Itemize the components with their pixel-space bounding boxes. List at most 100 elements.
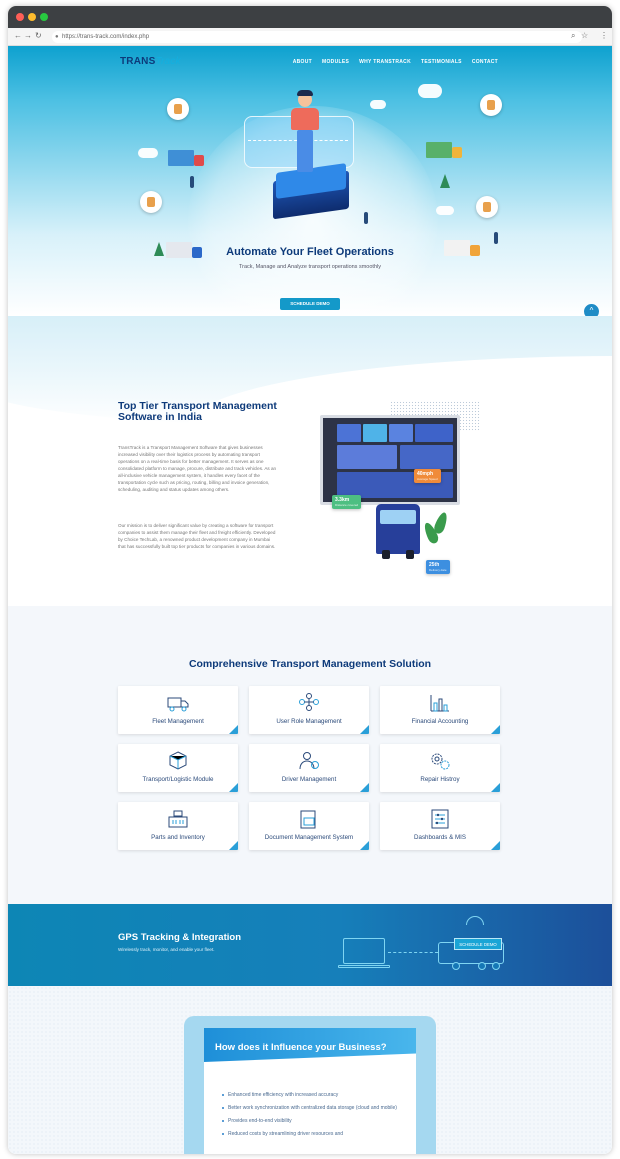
gps-section: GPS Tracking & Integration Wirelessly tr… xyxy=(8,904,612,986)
url-input[interactable]: ● https://trans-track.com/index.php xyxy=(52,31,582,43)
user-bubble-icon xyxy=(480,94,502,116)
feature-label: Driver Management xyxy=(281,776,337,783)
cloud-illustration xyxy=(138,148,158,158)
address-bar-row: ← → ↻ ● https://trans-track.com/index.ph… xyxy=(8,28,612,46)
menu-icon[interactable]: ⋮ xyxy=(600,31,608,40)
star-icon[interactable]: ☆ xyxy=(581,31,589,40)
truck-cargo xyxy=(168,150,194,166)
scroll-to-top-button[interactable]: ^ xyxy=(584,304,599,316)
feature-card-financial[interactable]: Financial Accounting xyxy=(380,686,500,734)
reload-icon[interactable]: ↻ xyxy=(35,31,42,40)
nav-modules[interactable]: MODULES xyxy=(322,59,350,65)
dashboard-tile xyxy=(415,424,453,442)
minimize-window-icon[interactable] xyxy=(28,13,36,21)
cloud-illustration xyxy=(436,206,454,215)
list-item: Better work synchronization with central… xyxy=(222,1105,412,1112)
feature-label: Transport/Logistic Module xyxy=(142,776,214,783)
operator-legs xyxy=(297,130,313,172)
logo-main-text: TRANS xyxy=(120,56,156,67)
gps-schedule-demo-button[interactable]: SCHEDULE DEMO xyxy=(454,938,502,950)
maximize-window-icon[interactable] xyxy=(40,13,48,21)
influence-section: How does it Influence your Business? Enh… xyxy=(8,986,612,1154)
browser-titlebar xyxy=(8,6,612,28)
dashboard-tile xyxy=(363,424,387,442)
distance-stat-value: 3.3km xyxy=(335,497,350,503)
feature-card-dashboards[interactable]: Dashboards & MIS xyxy=(380,802,500,850)
speed-stat-card: 40mph Average Speed xyxy=(414,469,441,483)
wifi-signal-icon xyxy=(466,916,484,925)
dashboard-illustration: 40mph Average Speed 3.3km Distance cover… xyxy=(320,401,480,531)
card-corner-accent xyxy=(491,725,500,734)
feature-card-repair[interactable]: Repair Histroy xyxy=(380,744,500,792)
influence-title: How does it Influence your Business? xyxy=(215,1042,387,1053)
card-corner-accent xyxy=(491,783,500,792)
monitor-illustration xyxy=(320,415,460,505)
operator-hair xyxy=(297,90,313,96)
card-corner-accent xyxy=(360,725,369,734)
driver-icon xyxy=(299,752,319,770)
truck-cab xyxy=(192,247,202,258)
card-corner-accent xyxy=(229,725,238,734)
card-corner-accent xyxy=(491,841,500,850)
feature-card-transport[interactable]: Transport/Logistic Module xyxy=(118,744,238,792)
site-logo[interactable]: TRANSTrack xyxy=(120,56,181,67)
nav-contact[interactable]: CONTACT xyxy=(471,59,498,65)
feature-card-user-role[interactable]: User Role Management xyxy=(249,686,369,734)
zoom-icon[interactable]: ⌕ xyxy=(571,31,576,40)
truck-cargo xyxy=(426,142,452,158)
card-corner-accent xyxy=(229,841,238,850)
truck-cargo xyxy=(444,240,470,256)
speed-stat-label: Average Speed xyxy=(417,477,438,481)
schedule-demo-button[interactable]: SCHEDULE DEMO xyxy=(280,298,340,310)
nav-testimonials[interactable]: TESTIMONIALS xyxy=(421,59,462,65)
delivery-stat-card: 25th Delivery date xyxy=(426,560,450,574)
truck-cab xyxy=(452,147,462,158)
feature-label: Parts and Inventory xyxy=(151,834,205,841)
laptop-icon xyxy=(343,938,385,964)
card-corner-accent xyxy=(360,783,369,792)
van-wheel xyxy=(406,550,414,559)
person-illustration xyxy=(364,212,368,224)
back-icon[interactable]: ← xyxy=(14,31,22,40)
list-item: Reduced costs by streamlining driver res… xyxy=(222,1131,412,1138)
feature-card-fleet[interactable]: Fleet Management xyxy=(118,686,238,734)
gears-icon xyxy=(431,753,450,770)
truck-icon xyxy=(167,697,189,712)
feature-card-parts[interactable]: Parts and Inventory xyxy=(118,802,238,850)
tree-illustration xyxy=(440,174,450,188)
nav-why-transtrack[interactable]: WHY TRANSTRACK xyxy=(359,59,411,65)
chevron-up-icon: ^ xyxy=(589,306,594,315)
forward-icon[interactable]: → xyxy=(24,31,32,40)
wheel-icon xyxy=(452,962,460,970)
nav-about[interactable]: ABOUT xyxy=(292,59,312,65)
package-icon xyxy=(169,751,187,770)
card-corner-accent xyxy=(229,783,238,792)
hero-section: TRANSTrack ABOUT MODULES WHY TRANSTRACK … xyxy=(8,46,612,316)
logo-accent-text: Track xyxy=(155,56,181,67)
feature-label: Document Management System xyxy=(264,834,354,841)
feature-label: User Role Management xyxy=(276,718,342,725)
feature-label: Repair Histroy xyxy=(420,776,460,783)
folder-icon xyxy=(300,810,316,829)
document-bubble-icon xyxy=(167,98,189,120)
url-text: https://trans-track.com/index.php xyxy=(62,34,150,40)
close-window-icon[interactable] xyxy=(16,13,24,21)
dashboard-chart xyxy=(400,445,453,469)
feature-label: Fleet Management xyxy=(152,718,204,725)
list-item: Provides end-to-end visibility xyxy=(222,1118,412,1125)
dashboard-tile xyxy=(337,424,361,442)
users-network-icon xyxy=(299,693,319,711)
intro-paragraph-1: TransTrack is a Transport Management Sof… xyxy=(118,445,277,492)
inventory-icon xyxy=(168,810,188,828)
card-corner-accent xyxy=(360,841,369,850)
intro-title: Top Tier Transport Management Software i… xyxy=(118,400,277,423)
bar-chart-icon xyxy=(430,695,449,712)
list-item: Enhanced time efficiency with increased … xyxy=(222,1092,412,1099)
laptop-base-icon xyxy=(338,965,390,968)
feature-card-document[interactable]: Document Management System xyxy=(249,802,369,850)
browser-window: ← → ↻ ● https://trans-track.com/index.ph… xyxy=(8,6,612,1154)
feature-card-driver[interactable]: Driver Management xyxy=(249,744,369,792)
van-wheel xyxy=(382,550,390,559)
distance-stat-label: Distance covered xyxy=(335,503,359,507)
main-nav: ABOUT MODULES WHY TRANSTRACK TESTIMONIAL… xyxy=(293,59,498,65)
